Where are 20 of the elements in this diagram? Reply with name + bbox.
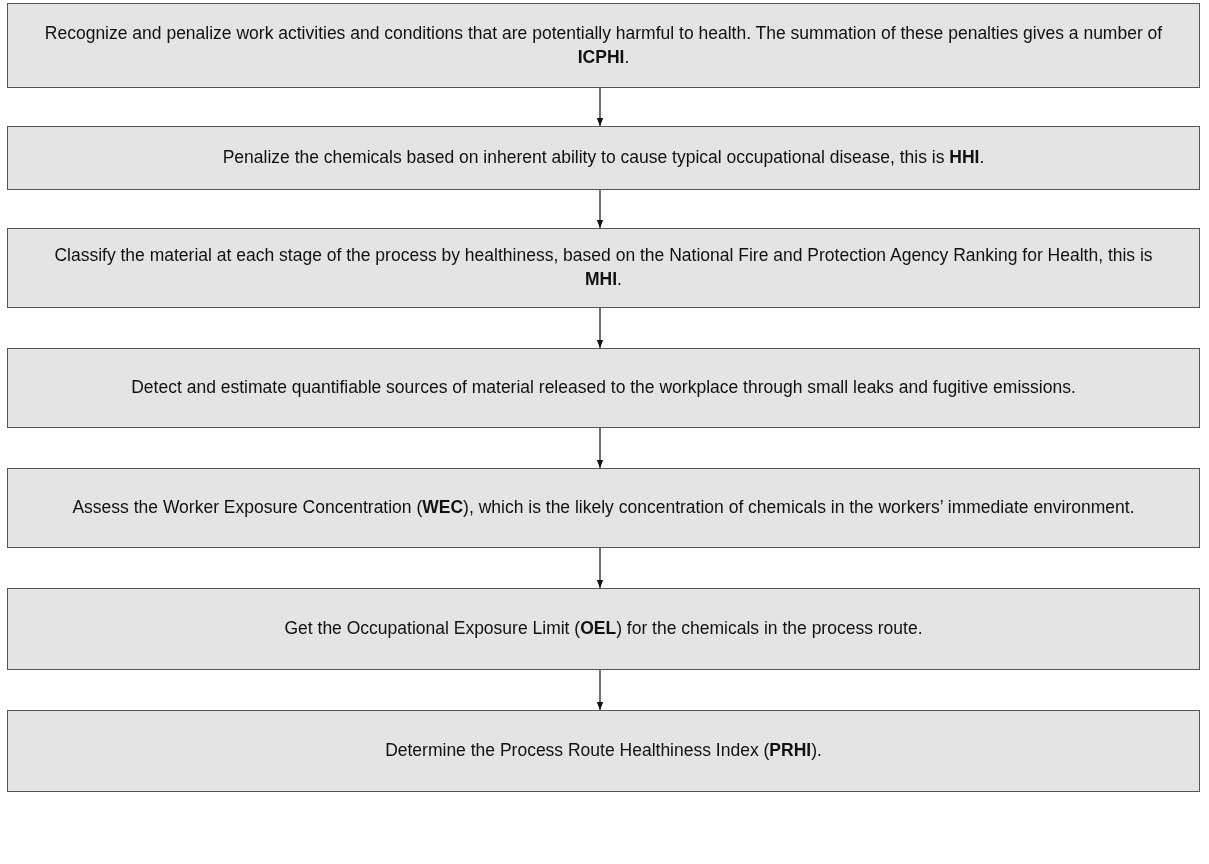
arrow	[596, 427, 604, 469]
process-box	[7, 126, 1200, 190]
process-box	[7, 3, 1200, 88]
process-box	[7, 468, 1200, 548]
arrow	[596, 189, 604, 229]
step-text: Penalize the chemicals based on inherent ability to cause typical occupational disease, this is HHI.	[222, 146, 985, 170]
step-text: Classify the material at each stage of the process by healthiness, based on the National Fire and Protection Agency Ranking for Health, this is MHI.	[53, 244, 1154, 291]
arrow	[596, 307, 604, 349]
step-text: Determine the Process Route Healthiness Index (PRHI).	[385, 739, 822, 763]
process-box	[7, 588, 1200, 670]
process-box	[7, 228, 1200, 308]
arrow	[596, 87, 604, 127]
process-box	[7, 348, 1200, 428]
process-box	[7, 710, 1200, 792]
step-text: Recognize and penalize work activities and conditions that are potentially harmful to health. The summation of these penalties gives a number of ICPHI.	[43, 21, 1164, 69]
step-text: Detect and estimate quantifiable sources of material released to the workplace through small leaks and fugitive emissions.	[131, 376, 1076, 400]
arrow	[596, 669, 604, 711]
arrow	[596, 547, 604, 589]
step-text: Assess the Worker Exposure Concentration (WEC), which is the likely concentration of chemicals in the workers’ immediate environment.	[72, 496, 1135, 520]
step-text: Get the Occupational Exposure Limit (OEL) for the chemicals in the process route.	[284, 617, 923, 641]
